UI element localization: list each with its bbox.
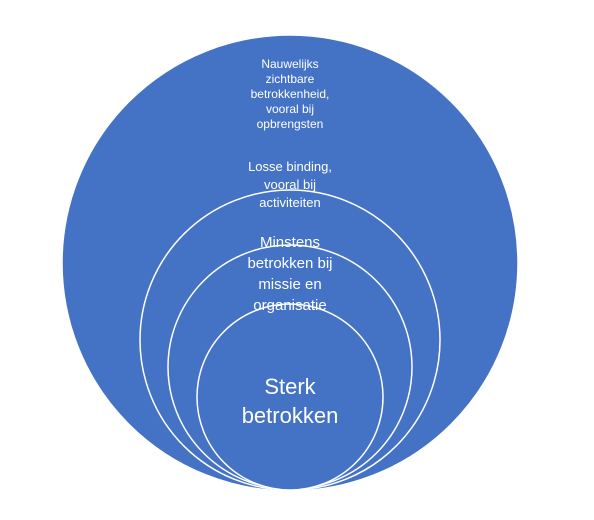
- ring-second-label: Losse binding, vooral bij activiteiten: [248, 159, 332, 210]
- ring-outer-label: Nauwelijks zichtbare betrokkenheid, voor…: [250, 57, 330, 131]
- ring-core-label: Sterk betrokken: [241, 374, 339, 428]
- ring-third-label: Minstens betrokken bij missie en organis…: [247, 234, 333, 314]
- ring-core: [196, 303, 384, 491]
